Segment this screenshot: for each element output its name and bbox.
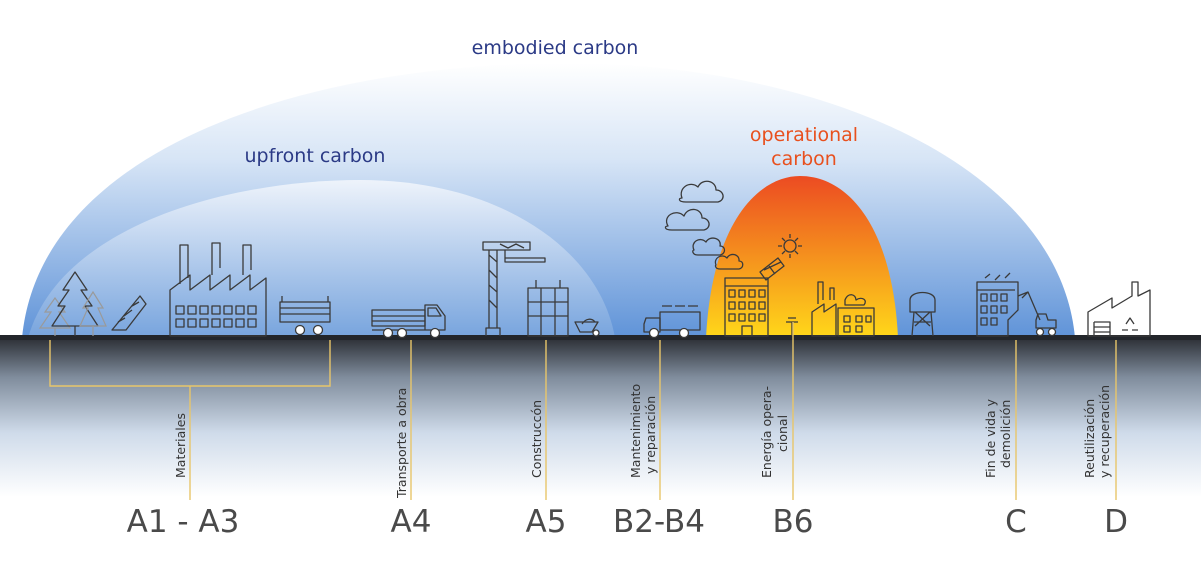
- upfront-carbon-dome: [28, 180, 615, 338]
- sun-icon: [778, 234, 802, 258]
- stage-label-maintenance-line1: Mantenimiento: [628, 384, 643, 478]
- wheelbarrow-icon: [574, 318, 600, 337]
- stage-leaders: [49, 322, 1117, 500]
- log-trailer-icon: [279, 296, 331, 336]
- power-plant-icon: [811, 281, 875, 337]
- cloud-icon: [664, 180, 744, 270]
- construction-building-icon: [527, 280, 569, 337]
- factory-icon: [169, 242, 267, 337]
- stage-label-construction: Construccón: [529, 400, 544, 478]
- water-tower-icon: [909, 291, 936, 337]
- street-lamp-icon: [786, 317, 798, 336]
- phase-code-a5: A5: [526, 504, 567, 540]
- phase-code-a1-a3: A1 - A3: [127, 504, 240, 540]
- phase-code-b6: B6: [773, 504, 814, 540]
- stage-label-materials: Materiales: [173, 413, 188, 478]
- demolition-building-icon: [976, 272, 1019, 337]
- stage-label-energy-line1: Energía opera-: [759, 386, 774, 478]
- stage-label-end-of-life-line2: demolición: [998, 400, 1013, 468]
- stage-label-end-of-life-line1: Fin de vida y: [983, 398, 998, 478]
- stage-label-reuse-line2: y recuperación: [1097, 385, 1112, 478]
- embodied-carbon-label: embodied carbon: [472, 37, 639, 59]
- stage-label-transport: Transporte a obra: [394, 388, 409, 499]
- stage-label-maintenance-line2: y reparación: [643, 396, 658, 474]
- upfront-carbon-label: upfront carbon: [245, 145, 386, 167]
- operational-carbon-label-line2: carbon: [771, 148, 837, 170]
- recycling-plant-icon: [1087, 281, 1151, 337]
- solar-panel-icon: [759, 257, 785, 281]
- operational-carbon-label-line1: operational: [750, 124, 858, 146]
- stage-label-energy-line2: cional: [775, 415, 790, 452]
- phase-code-a4: A4: [391, 504, 432, 540]
- office-building-icon: [724, 277, 769, 337]
- ground-band: [0, 337, 1201, 497]
- phase-code-b2-b4: B2-B4: [613, 504, 705, 540]
- ground-line: [0, 335, 1201, 340]
- transport-truck-icon: [371, 304, 446, 339]
- crane-icon: [482, 241, 546, 336]
- phase-code-c: C: [1005, 504, 1027, 540]
- excavator-icon: [1017, 291, 1057, 337]
- stage-label-reuse-line1: Reutilización: [1082, 399, 1097, 478]
- maintenance-truck-icon: [643, 305, 701, 339]
- tree-icon: [38, 271, 147, 336]
- phase-code-d: D: [1104, 504, 1128, 540]
